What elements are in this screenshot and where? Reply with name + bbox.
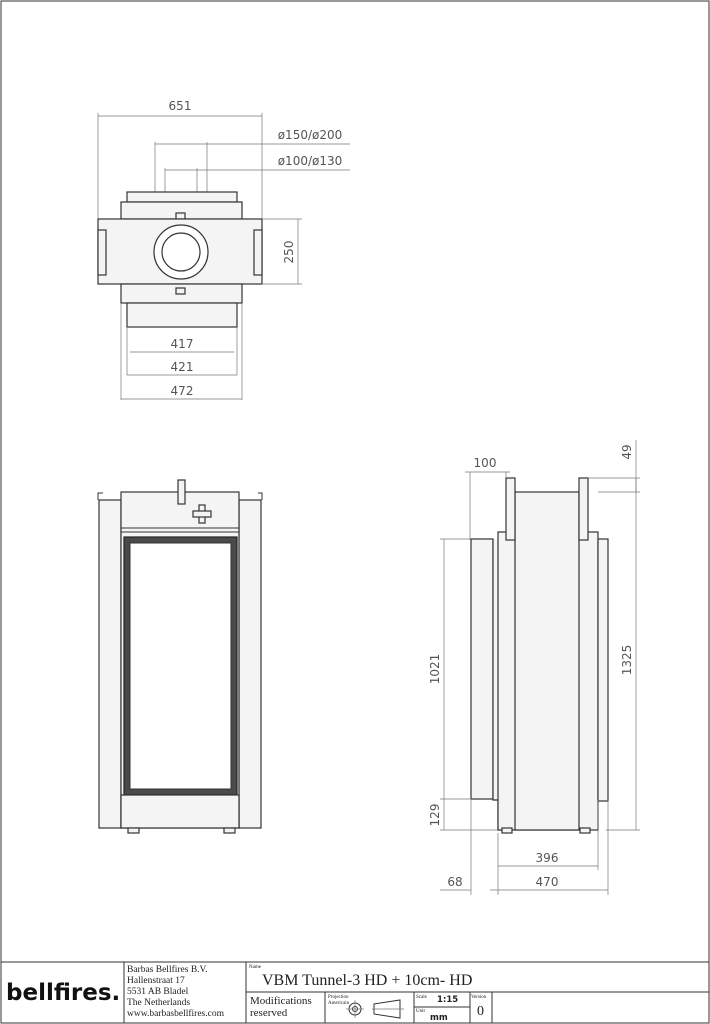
dim-label-470: 470 — [536, 875, 559, 889]
dim-label-100: 100 — [474, 456, 497, 470]
dim-label-1325: 1325 — [620, 645, 634, 676]
dim-label-68: 68 — [447, 875, 462, 889]
modifications-line1: Modifications — [250, 995, 312, 1007]
side-view: 100 49 1325 1021 129 396 470 68 — [428, 440, 640, 895]
center-cross-symbol — [192, 504, 212, 524]
scale-value: 1:15 — [437, 995, 458, 1005]
dim-label-flue-outer: ø150/ø200 — [278, 128, 343, 142]
dim-label-472: 472 — [171, 384, 194, 398]
projection-sub: Americain — [328, 1001, 350, 1006]
dim-label-250: 250 — [282, 241, 296, 264]
version-value: 0 — [477, 1004, 484, 1019]
projection-caption: Projection — [328, 995, 349, 1000]
company-street: Hallenstraat 17 — [127, 976, 185, 986]
top-view: 651 ø150/ø200 ø100/ø130 250 4 — [97, 99, 350, 400]
product-name: VBM Tunnel-3 HD + 10cm- HD — [262, 972, 472, 989]
dim-label-651: 651 — [169, 99, 192, 113]
glass-panel — [129, 542, 232, 790]
name-caption: Name — [249, 965, 262, 970]
unit-caption: Unit — [416, 1009, 426, 1014]
bellfires-logo: bellfires. — [6, 980, 120, 1006]
version-caption: Version — [471, 995, 487, 1000]
company-postal: 5531 AB Bladel — [127, 987, 189, 997]
modifications-line2: reserved — [250, 1007, 288, 1019]
company-website: www.barbasbellfires.com — [127, 1008, 225, 1019]
dim-label-129: 129 — [428, 804, 442, 827]
dim-label-421: 421 — [171, 360, 194, 374]
flue-inner-circle — [161, 232, 201, 272]
company-country: The Netherlands — [127, 998, 190, 1008]
projection-symbol-icon — [346, 999, 404, 1019]
front-view — [97, 479, 263, 834]
unit-value: mm — [430, 1013, 448, 1023]
scale-caption: Scale — [416, 995, 428, 1000]
company-name: Barbas Bellfires B.V. — [127, 964, 208, 975]
dim-label-49: 49 — [620, 444, 634, 459]
dim-label-396: 396 — [536, 851, 559, 865]
flue-connector — [177, 479, 186, 505]
title-block: bellfires. Barbas Bellfires B.V. Hallens… — [1, 961, 709, 1023]
dim-label-1021: 1021 — [428, 654, 442, 685]
dim-label-417: 417 — [171, 337, 194, 351]
dim-label-flue-inner: ø100/ø130 — [278, 154, 343, 168]
